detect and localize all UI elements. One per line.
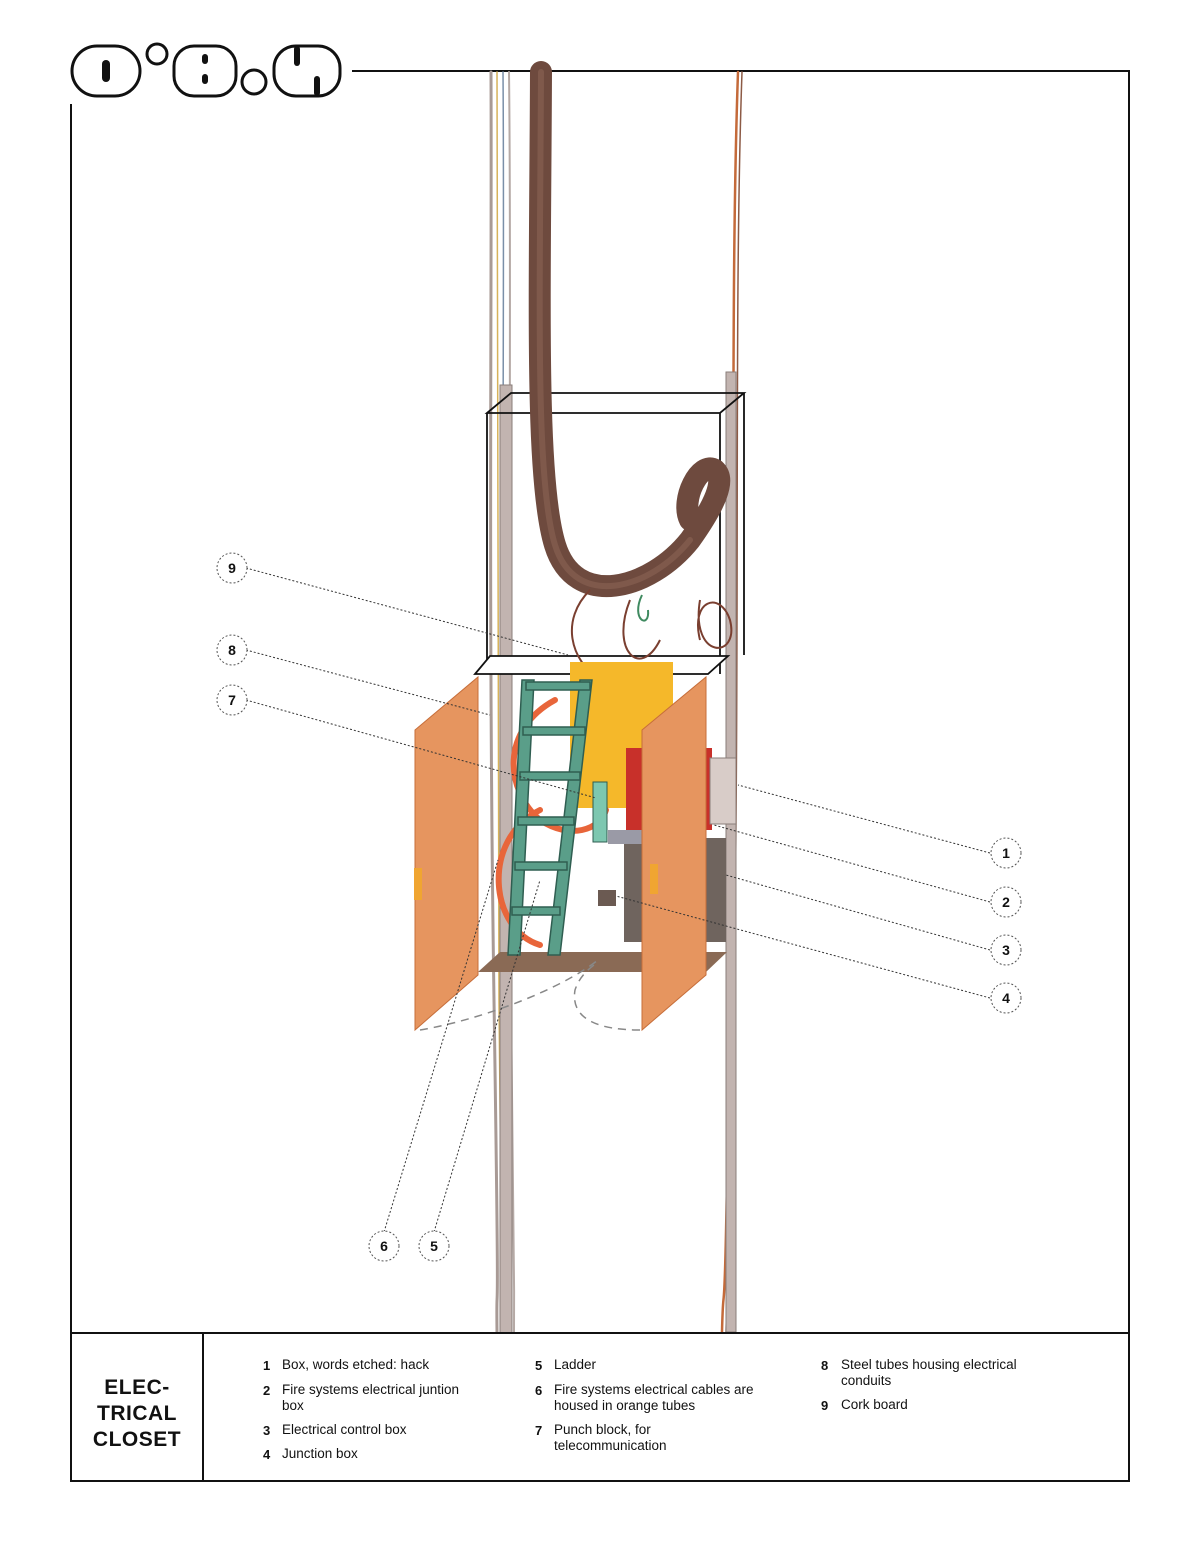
right-door <box>641 675 707 1032</box>
legend-num-7: 7 <box>535 1423 543 1438</box>
leader-lines <box>245 567 991 1233</box>
title-line-1: ELEC- <box>104 1376 170 1399</box>
legend-num-6: 6 <box>535 1383 543 1398</box>
legend-text-4: Junction box <box>282 1446 358 1461</box>
callout-4: 4 <box>1002 990 1010 1006</box>
steel-tube-right <box>725 371 737 1333</box>
legend-num-2: 2 <box>263 1383 271 1398</box>
callout-6: 6 <box>380 1238 388 1254</box>
logo <box>62 38 352 104</box>
legend-text-5: Ladder <box>554 1357 597 1372</box>
legend-bar: ELEC- TRICAL CLOSET 1 Box, words etched:… <box>70 1332 1130 1482</box>
title-line-3: CLOSET <box>92 1428 182 1451</box>
ladder <box>507 679 593 956</box>
title-line-2: TRICAL <box>97 1402 177 1425</box>
punch-block <box>592 781 608 843</box>
callout-2: 2 <box>1002 894 1010 910</box>
legend-num-8: 8 <box>821 1358 829 1373</box>
main-conduit <box>528 61 731 598</box>
left-door <box>414 675 479 1032</box>
legend-num-4: 4 <box>263 1447 271 1462</box>
logo-mark <box>70 42 342 98</box>
legend-text-1: Box, words etched: hack <box>282 1357 430 1372</box>
legend-text-9: Cork board <box>841 1397 908 1412</box>
callout-circles <box>216 552 1022 1262</box>
callout-9: 9 <box>228 560 236 576</box>
legend-num-9: 9 <box>821 1398 829 1413</box>
callout-5: 5 <box>430 1238 438 1254</box>
drawing-frame <box>70 70 1130 1482</box>
callout-7: 7 <box>228 692 236 708</box>
etched-box <box>709 757 737 825</box>
legend-num-1: 1 <box>263 1358 271 1373</box>
callout-3: 3 <box>1002 942 1010 958</box>
legend-text-3: Electrical control box <box>282 1422 407 1437</box>
legend-num-5: 5 <box>535 1358 543 1373</box>
callout-8: 8 <box>228 642 236 658</box>
legend-num-3: 3 <box>263 1423 271 1438</box>
title-cell: ELEC- TRICAL CLOSET <box>70 1334 204 1482</box>
junction-box <box>598 890 616 906</box>
callout-1: 1 <box>1002 845 1010 861</box>
